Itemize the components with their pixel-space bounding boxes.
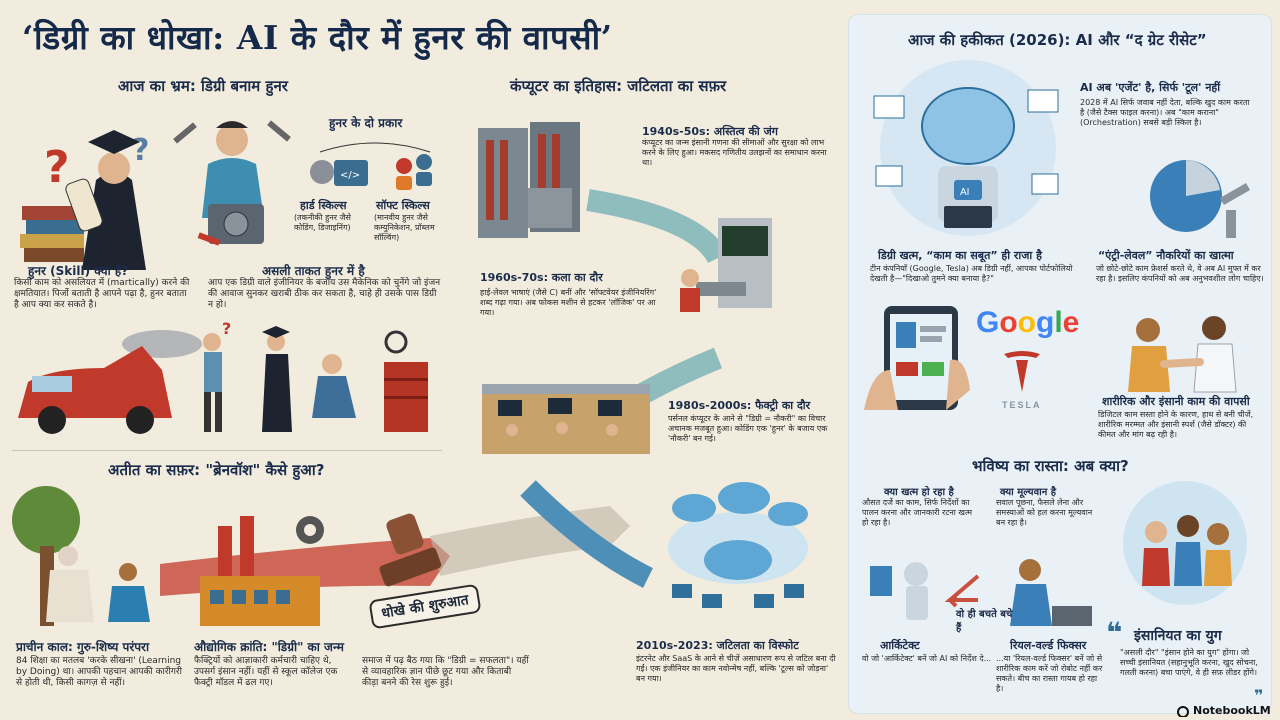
graduate-illustration: ? ? [20, 130, 149, 270]
valuable-title: क्या मूल्यवान है [1000, 487, 1057, 498]
human-era-title: इंसानियत का युग [1134, 628, 1222, 644]
svg-text:</>: </> [340, 170, 360, 181]
skill-definition-body: किसी काम को असलियत में (martically) करने… [14, 278, 190, 310]
ai-agent-body: 2028 में AI सिर्फ जवाब नहीं देता, बल्कि … [1080, 98, 1250, 127]
google-logo: Google [976, 306, 1080, 339]
skill-types-icons: </> [310, 142, 432, 190]
section-heading-future: भविष्य का रास्ता: अब क्या? [972, 457, 1129, 475]
architect-fixer-illustration [870, 559, 1092, 626]
ancient-era-body: 84 शिक्षा का मतलब 'करके सीखना' (Learning… [16, 656, 182, 688]
svg-text:?: ? [132, 133, 149, 168]
era-1960s-title: 1960s-70s: कला का दौर [480, 271, 603, 284]
svg-text:?: ? [222, 322, 231, 338]
ending-title: क्या खत्म हो रहा है [884, 487, 954, 498]
notebooklm-label: NotebookLM [1193, 704, 1271, 717]
section-heading-reality: आज की हकीकत (2026): AI और “द ग्रेट रीसेट… [908, 31, 1207, 49]
real-power-body: आप एक डिग्री वाले इंजीनियर के बजाय उस मै… [208, 278, 441, 310]
era-1980s-body: पर्सनल कंप्यूटर के आने से "डिग्री = नौकर… [668, 414, 828, 443]
human-era-body: "असली दौर" "इंसान होने का युग" होगा। जो … [1120, 648, 1258, 677]
hard-skills-body: (तकनीकी हुनर जैसे कोडिंग, डिजाइनिंग) [294, 213, 351, 232]
proof-of-work-body: टीन कंपनियाँ (Google, Tesla) अब डिग्री न… [870, 264, 1073, 283]
car-repair-illustration: ? [18, 322, 428, 434]
skill-types-title: हुनर के दो प्रकार [329, 116, 403, 130]
era-1980s-title: 1980s-2000s: फैक्ट्री का दौर [668, 399, 811, 412]
physical-work-title: शारीरिक और इंसानी काम की वापसी [1102, 395, 1250, 408]
survivors-label: वो ही बचते बचे हैं [956, 609, 1013, 634]
ai-agent-title: AI अब 'एजेंट' है, सिर्फ 'टूल' नहीं [1080, 81, 1221, 94]
valuable-body: सवाल पूछना, फैसले लेना और समस्याओं को हल… [996, 498, 1093, 527]
svg-text:AI: AI [960, 187, 969, 198]
tesla-logo-icon [1004, 351, 1040, 392]
page-title: ‘डिग्री का धोखा: AI के दौर में हुनर की व… [22, 18, 613, 57]
soft-skills-title: सॉफ्ट स्किल्स [376, 199, 430, 212]
section-heading-illusion: आज का भ्रम: डिग्री बनाम हुनर [118, 77, 288, 95]
tablet-portfolio-illustration [864, 306, 970, 410]
era-1960s-body: हाई-लेवल भाषाएं (जैसे C) बनीं और 'सॉफ्टव… [480, 288, 657, 317]
section-heading-computer-history: कंप्यूटर का इतिहास: जटिलता का सफ़र [510, 77, 727, 95]
architect-body: वो जो 'आर्किटेक्ट' बनें जो AI को निर्देश… [862, 654, 992, 663]
pie-robot-arm-icon [1150, 160, 1250, 238]
mechanic-illustration [173, 120, 291, 246]
skill-definition-title: हुनर (Skill) क्या है? [28, 264, 129, 278]
hard-skills-title: हार्ड स्किल्स [300, 199, 347, 212]
ai-robot-illustration: AI [873, 60, 1059, 236]
ending-body: औसत दर्जे का काम, सिर्फ निर्देशों का पाल… [862, 498, 972, 527]
quote-open-icon: ❝ [1106, 616, 1123, 649]
era-2010s-body: इंटरनेट और SaaS के आने से चीज़ें असाधारण… [636, 654, 836, 683]
soft-skills-body: (मानवीय हुनर जैसे कम्युनिकेशन, प्रॉब्लम … [374, 213, 435, 242]
proof-of-work-title: डिग्री खत्म, “काम का सबूत” ही राजा है [878, 249, 1042, 262]
notebooklm-logo-icon [1177, 705, 1189, 717]
quote-close-icon: ❞ [1254, 686, 1264, 705]
era-1940s-title: 1940s-50s: अस्तित्व की जंग [642, 125, 778, 138]
entry-level-body: जो छोटे-छोटे काम फ्रेशर्स करते थे, वे अब… [1096, 264, 1264, 283]
ancient-era-title: प्राचीन काल: गुरु-शिष्य परंपरा [16, 640, 150, 654]
physical-work-body: डिजिटल काम सस्ता होने के कारण, हाथ से बन… [1098, 410, 1254, 439]
computer-history-illustration [478, 122, 808, 608]
fixer-body: ...या 'रियल-वर्ल्ड फिक्सर' बनें जो से शा… [996, 654, 1103, 693]
handshake-illustration [1128, 316, 1237, 393]
entry-level-title: “एंट्री-लेवल” नौकरियों का खात्मा [1098, 249, 1234, 262]
section-heading-history: अतीत का सफ़र: "ब्रेनवॉश" कैसे हुआ? [108, 461, 325, 479]
real-power-title: असली ताकत हुनर में है [262, 264, 365, 278]
era-1940s-body: कंप्यूटर का जन्म इंसानी गणना की सीमाओं औ… [642, 138, 827, 167]
tesla-wordmark: TESLA [1002, 400, 1042, 410]
fixer-title: रियल-वर्ल्ड फिक्सर [1010, 639, 1087, 652]
era-2010s-title: 2010s-2023: जटिलता का विस्फोट [636, 639, 799, 652]
deception-body: समाज में पढ़ बैठ गया कि "डिग्री = सफलता"… [362, 656, 529, 688]
industrial-era-body: फैक्ट्रियों को आज्ञाकारी कर्मचारी चाहिए … [194, 656, 338, 688]
svg-text:?: ? [44, 142, 70, 193]
industrial-era-title: औद्योगिक क्रांति: "डिग्री" का जन्म [194, 640, 344, 654]
notebooklm-badge: NotebookLM [1176, 704, 1271, 717]
architect-title: आर्किटेक्ट [880, 639, 920, 652]
people-circle-illustration [1123, 481, 1247, 605]
